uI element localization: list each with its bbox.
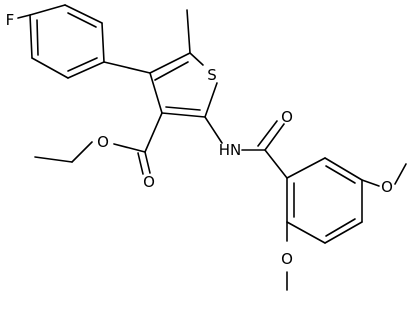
amide-oxygen-label: O — [281, 108, 293, 126]
amide-group — [204, 116, 288, 179]
fluorine-atom-label: F — [6, 11, 15, 29]
dimethoxyphenyl-ring — [286, 157, 363, 244]
ethyl-ester-group — [34, 112, 163, 175]
aryl-thiophene-bond — [103, 61, 151, 74]
sulfur-atom-label: S — [207, 66, 217, 84]
methoxy-oxygen-bottom-label: O — [281, 250, 293, 268]
amide-nitrogen-label: HN — [219, 141, 242, 159]
thiophene-ring — [149, 9, 218, 118]
ester-ether-oxygen-label: O — [97, 133, 109, 151]
fluorophenyl-ring — [17, 4, 105, 79]
methoxy-oxygen-top-label: O — [381, 178, 393, 196]
ester-carbonyl-oxygen-label: O — [143, 173, 155, 191]
methoxy-group-top — [361, 163, 407, 187]
